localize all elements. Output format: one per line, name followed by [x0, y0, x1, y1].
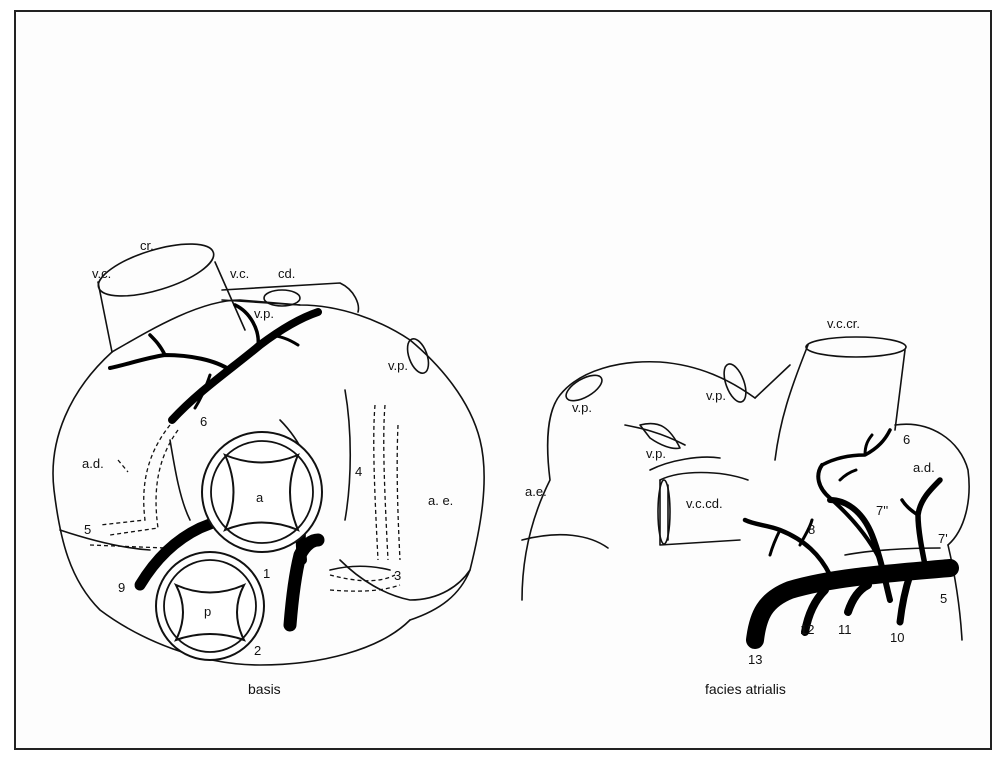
atrial-heart-drawing — [522, 337, 969, 640]
label-n7a: 7'' — [876, 503, 888, 518]
label-n6: 6 — [200, 414, 207, 429]
label-n1: 1 — [263, 566, 270, 581]
label-ae: a. e. — [428, 493, 453, 508]
label-vccr: v.c.cr. — [827, 316, 860, 331]
label-a: a — [256, 490, 264, 505]
label-vp-top: v.p. — [254, 306, 274, 321]
label-vp3: v.p. — [646, 446, 666, 461]
label-vccd: v.c.cd. — [686, 496, 723, 511]
label-n12: 12 — [800, 622, 814, 637]
label-vp-right: v.p. — [388, 358, 408, 373]
label-n4: 4 — [355, 464, 362, 479]
label-n11: 11 — [838, 622, 852, 637]
label-ad-atrial: a.d. — [913, 460, 935, 475]
label-n5: 5 — [84, 522, 91, 537]
label-p: p — [204, 604, 211, 619]
label-n2: 2 — [254, 643, 261, 658]
label-ad: a.d. — [82, 456, 104, 471]
label-n7b: 7' — [938, 531, 948, 546]
label-vc-cr-1: v.c. — [92, 266, 111, 281]
label-vc-cd-1: v.c. — [230, 266, 249, 281]
label-vc-cr-2: cr. — [140, 238, 154, 253]
label-n5-atrial: 5 — [940, 591, 947, 606]
label-vp2: v.p. — [706, 388, 726, 403]
label-n9: 9 — [118, 580, 125, 595]
label-n3: 3 — [394, 568, 401, 583]
caption-basis: basis — [248, 681, 281, 697]
label-n6-atrial: 6 — [903, 432, 910, 447]
label-n13: 13 — [748, 652, 762, 667]
label-n8: 8 — [808, 522, 815, 537]
caption-facies-atrialis: facies atrialis — [705, 681, 786, 697]
label-n10: 10 — [890, 630, 904, 645]
label-vp1: v.p. — [572, 400, 592, 415]
label-vc-cd-2: cd. — [278, 266, 295, 281]
label-ae-atrial: a.e. — [525, 484, 547, 499]
